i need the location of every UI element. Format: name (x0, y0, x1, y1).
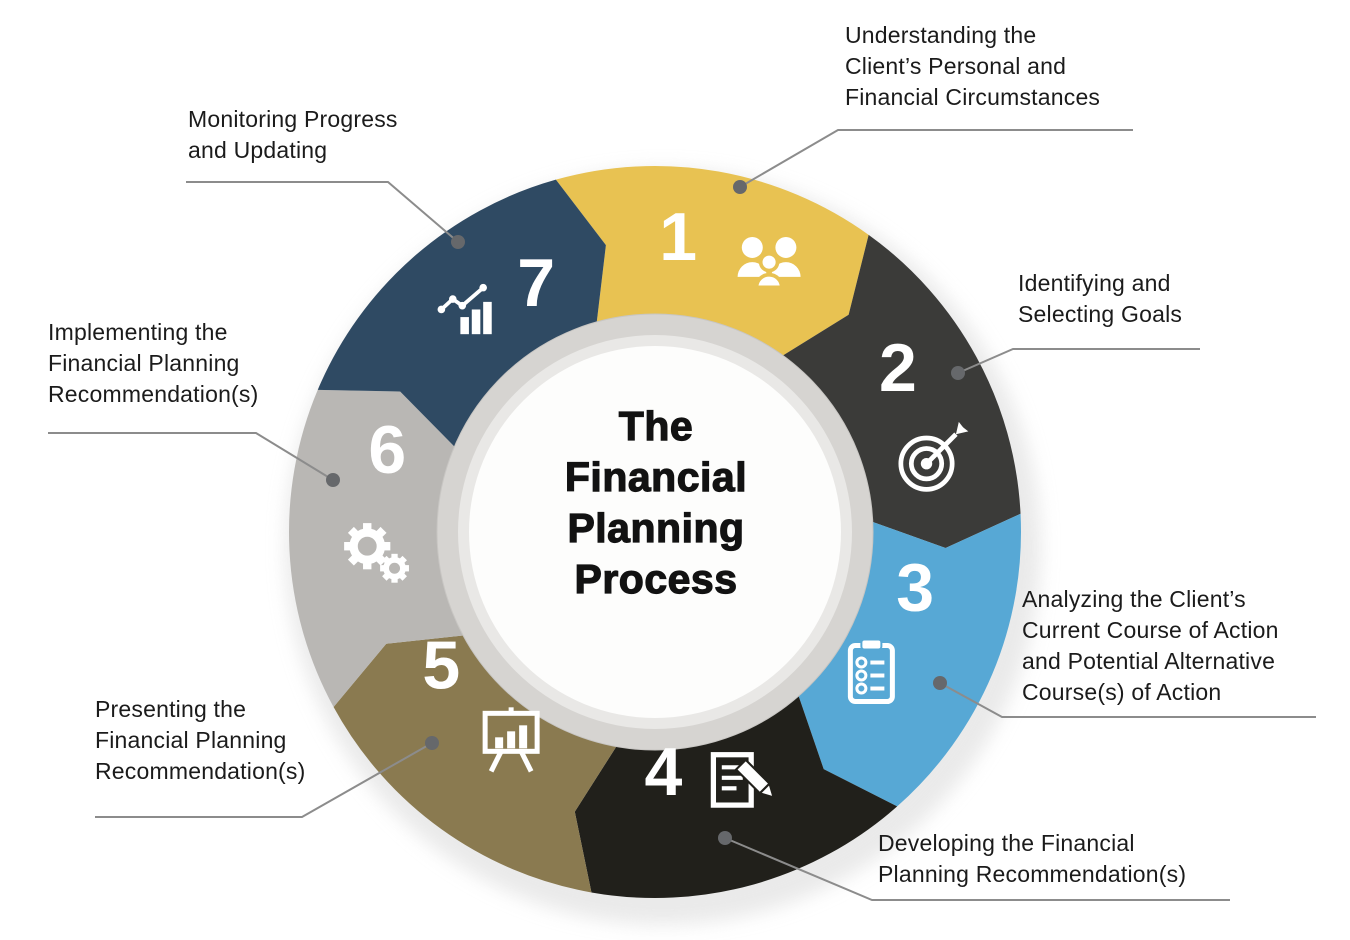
callout-step-3: Analyzing the Client’s Current Course of… (1022, 586, 1279, 705)
title-line-4: Process (574, 555, 738, 602)
leader-line-step-5 (95, 742, 433, 818)
callout-step-5: Presenting the Financial Planning Recomm… (95, 696, 306, 784)
presentation-chart-icon (482, 707, 540, 773)
leader-line-step-7 (186, 181, 459, 243)
leader-dot-step-2 (951, 366, 965, 380)
step-number-3: 3 (896, 549, 934, 625)
target-icon (898, 421, 969, 492)
wheel-center-title: The Financial Planning Process (496, 401, 816, 605)
wedge-segment-5 (333, 635, 618, 893)
step-number-1: 1 (659, 199, 697, 275)
leader-dot-step-3 (933, 676, 947, 690)
callout-step-6: Implementing the Financial Planning Reco… (48, 319, 259, 407)
leader-dot-step-7 (451, 235, 465, 249)
wedge-segment-3 (797, 513, 1021, 807)
step-number-6: 6 (368, 412, 406, 488)
title-line-3: Planning (567, 504, 745, 551)
leader-dot-step-4 (718, 831, 732, 845)
document-pencil-icon (710, 752, 776, 808)
leader-line-step-2 (957, 348, 1200, 374)
leader-line-step-1 (739, 129, 1133, 188)
wedge-segment-1 (555, 166, 869, 357)
callout-step-4: Developing the Financial Planning Recomm… (878, 830, 1187, 887)
leader-dot-step-1 (733, 180, 747, 194)
leader-dot-step-5 (425, 736, 439, 750)
step-number-2: 2 (879, 330, 917, 406)
step-number-4: 4 (644, 734, 682, 810)
wedge-segment-2 (781, 234, 1021, 548)
leader-dot-step-6 (326, 473, 340, 487)
leader-line-step-6 (48, 432, 334, 481)
leader-line-step-4 (724, 837, 1230, 901)
chart-growth-icon (437, 283, 492, 335)
leader-line-step-3 (939, 682, 1316, 718)
wedge-segment-4 (574, 693, 898, 898)
callout-step-1: Understanding the Client’s Personal and … (845, 22, 1101, 110)
center-disc (469, 346, 841, 718)
title-line-2: Financial (564, 453, 748, 500)
title-line-1: The (618, 402, 694, 449)
step-number-7: 7 (517, 245, 555, 321)
gears-icon (344, 523, 409, 583)
callout-step-2: Identifying and Selecting Goals (1018, 270, 1183, 327)
step-number-5: 5 (422, 628, 460, 704)
wedge-segment-7 (317, 179, 606, 449)
callout-step-7: Monitoring Progress and Updating (188, 106, 398, 163)
family-icon (737, 236, 801, 290)
clipboard-checklist-icon (847, 638, 895, 705)
